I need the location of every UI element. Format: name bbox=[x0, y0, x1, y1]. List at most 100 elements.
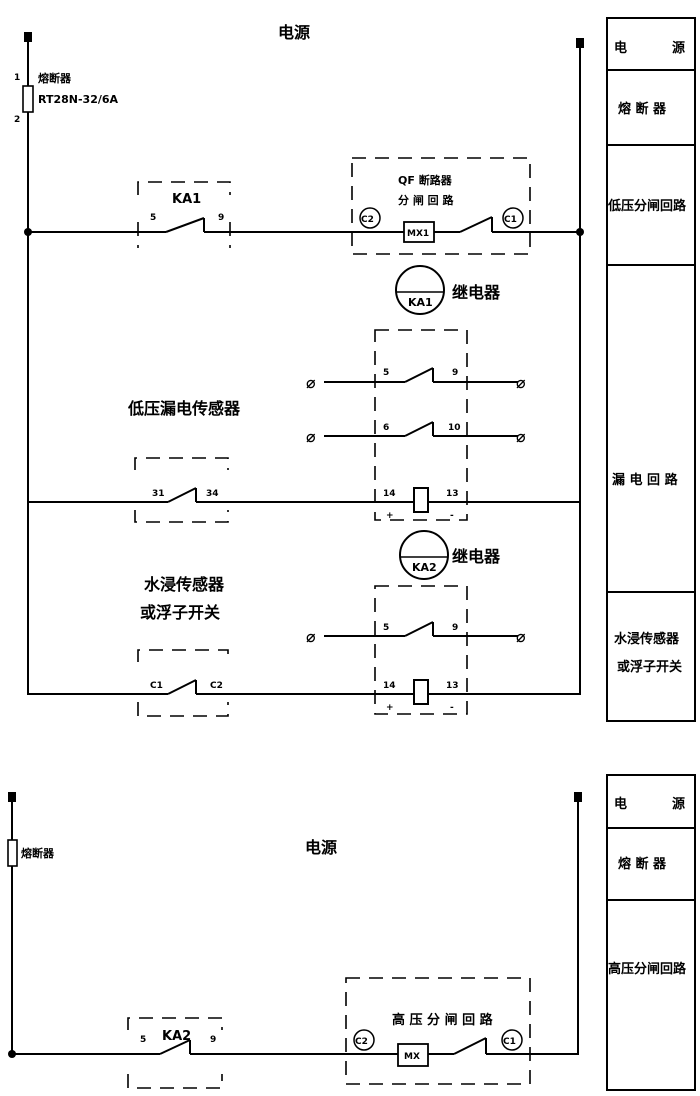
c1-label: C1 bbox=[504, 215, 517, 225]
qf-subtitle: 分 闸 回 路 bbox=[398, 193, 454, 207]
leak-sensor-label: 低压漏电传感器 bbox=[127, 399, 241, 418]
ka2-contact-name: KA2 bbox=[162, 1029, 191, 1044]
side-table-2: 电 源 熔 断 器 高压分闸回路 bbox=[606, 774, 696, 1091]
water-sensor-line2: 或浮子开关 bbox=[140, 603, 220, 622]
ka2-pin-b: 9 bbox=[210, 1035, 216, 1045]
terminal-icon: ⌀ bbox=[306, 427, 316, 446]
side-table-1: 电 源 熔 断 器 低压分闸回路 漏 电 回 路 水浸传感器 或浮子开关 bbox=[606, 17, 696, 722]
ka1-pin-b: 9 bbox=[218, 213, 224, 223]
right-terminal-2 bbox=[574, 792, 582, 802]
c2-terminal-icon bbox=[353, 1029, 375, 1051]
relay-ka2-box bbox=[374, 585, 468, 715]
lv-trip-row: KA1 5 9 QF 断路器 分 闸 回 路 C2 C1 MX1 bbox=[24, 157, 584, 255]
relay-ka1-coil-symbol bbox=[413, 487, 429, 513]
power-label-2: 电源 bbox=[305, 838, 337, 857]
water-sensor-line1: 水浸传感器 bbox=[144, 575, 225, 594]
side1-water-2: 或浮子开关 bbox=[617, 659, 682, 675]
water-contact-box bbox=[137, 649, 229, 717]
c2-label: C2 bbox=[361, 215, 374, 225]
side2-hv-trip: 高压分闸回路 bbox=[608, 961, 687, 977]
switch-blade bbox=[165, 217, 205, 233]
side2-power-b: 源 bbox=[672, 796, 685, 812]
terminal-icon: ⌀ bbox=[516, 627, 526, 646]
power-label: 电源 bbox=[278, 23, 310, 42]
c2-label-2: C2 bbox=[355, 1037, 368, 1047]
leak-row: 低压漏电传感器 31 34 bbox=[28, 399, 580, 523]
terminal-icon: ⌀ bbox=[306, 373, 316, 392]
pin-label: 13 bbox=[446, 681, 459, 691]
pin-label: - bbox=[450, 511, 454, 521]
qf-trip-circuit: QF 断路器 分 闸 回 路 C2 C1 MX1 bbox=[351, 157, 531, 255]
relay-ka1-coil-icon bbox=[395, 265, 445, 315]
relay-ka1-box bbox=[374, 329, 468, 521]
pin-label: 5 bbox=[383, 623, 389, 633]
junction-dot bbox=[576, 228, 584, 236]
pin-label: + bbox=[386, 703, 394, 713]
relay-ka1: KA1 继电器 ⌀ ⌀ 5 9 ⌀ ⌀ 6 10 14 13 + bbox=[306, 265, 526, 521]
mx1-coil bbox=[403, 221, 435, 243]
fuse-label-2: 熔断器 bbox=[21, 846, 55, 860]
pin-label: 9 bbox=[452, 368, 458, 378]
left-terminal bbox=[24, 32, 32, 42]
pin-label: 9 bbox=[452, 623, 458, 633]
fuse: 1 2 熔断器 RT28N-32/6A bbox=[14, 71, 119, 125]
water-pin-b: C2 bbox=[210, 681, 223, 691]
fuse-pin-1: 1 bbox=[14, 73, 20, 83]
fuse-pin-2: 2 bbox=[14, 115, 20, 125]
relay-ka1-label: 继电器 bbox=[452, 283, 501, 302]
side1-leak: 漏 电 回 路 bbox=[612, 472, 679, 488]
c1-terminal-icon bbox=[501, 1029, 523, 1051]
pin-label: 5 bbox=[383, 368, 389, 378]
relay-ka2-coil-icon bbox=[399, 530, 449, 580]
c1-label-2: C1 bbox=[503, 1037, 516, 1047]
relay-ka1-coil: KA1 bbox=[408, 296, 433, 309]
right-terminal bbox=[576, 38, 584, 48]
hv-trip-circuit: 高 压 分 闸 回 路 C2 C1 MX bbox=[345, 977, 531, 1085]
pin-label: 14 bbox=[383, 681, 396, 691]
ka2-contact: KA2 5 9 bbox=[127, 1017, 223, 1089]
pin-label: 6 bbox=[383, 423, 389, 433]
diagram-1: 电源 1 2 熔断器 RT28N-32/6A bbox=[14, 23, 584, 717]
relay-ka2-label: 继电器 bbox=[452, 547, 501, 566]
fuse-model: RT28N-32/6A bbox=[38, 93, 119, 106]
mx-label: MX bbox=[404, 1052, 420, 1062]
pin-label: 14 bbox=[383, 489, 396, 499]
left-terminal-2 bbox=[8, 792, 16, 802]
ka1-pin-a: 5 bbox=[150, 213, 156, 223]
fuse-label: 熔断器 bbox=[38, 71, 72, 85]
leak-pin-a: 31 bbox=[152, 489, 165, 499]
ka2-pin-a: 5 bbox=[140, 1035, 146, 1045]
side1-lv-trip: 低压分闸回路 bbox=[607, 198, 687, 214]
c2-terminal-icon bbox=[359, 207, 381, 229]
terminal-icon: ⌀ bbox=[516, 427, 526, 446]
terminal-icon: ⌀ bbox=[306, 627, 316, 646]
side1-fuse: 熔 断 器 bbox=[618, 101, 667, 117]
relay-ka2-coil: KA2 bbox=[412, 561, 437, 574]
ka1-contact-name: KA1 bbox=[172, 192, 201, 207]
hv-dashed-box bbox=[345, 977, 531, 1085]
pin-label: - bbox=[450, 703, 454, 713]
c1-terminal-icon bbox=[502, 207, 524, 229]
pin-label: 10 bbox=[448, 423, 461, 433]
water-pin-a: C1 bbox=[150, 681, 163, 691]
leak-contact-box bbox=[134, 457, 229, 523]
hv-title: 高 压 分 闸 回 路 bbox=[392, 1012, 494, 1028]
pin-label: + bbox=[386, 511, 394, 521]
side1-power-a: 电 bbox=[614, 40, 627, 56]
side2-fuse: 熔 断 器 bbox=[618, 856, 667, 872]
relay-ka2-coil-symbol bbox=[413, 679, 429, 705]
pin-label: 13 bbox=[446, 489, 459, 499]
fuse-symbol-2 bbox=[7, 839, 18, 867]
side2-power-a: 电 bbox=[614, 796, 627, 812]
side1-water-1: 水浸传感器 bbox=[614, 631, 680, 647]
ka1-contact: KA1 5 9 bbox=[137, 181, 231, 248]
mx1-label: MX1 bbox=[407, 229, 429, 239]
qf-switch-blade bbox=[459, 216, 493, 233]
junction-dot bbox=[8, 1050, 16, 1058]
fuse-symbol bbox=[22, 85, 34, 113]
side1-power-b: 源 bbox=[672, 40, 685, 56]
terminal-icon: ⌀ bbox=[516, 373, 526, 392]
qf-title: QF 断路器 bbox=[398, 173, 453, 187]
leak-pin-b: 34 bbox=[206, 489, 219, 499]
